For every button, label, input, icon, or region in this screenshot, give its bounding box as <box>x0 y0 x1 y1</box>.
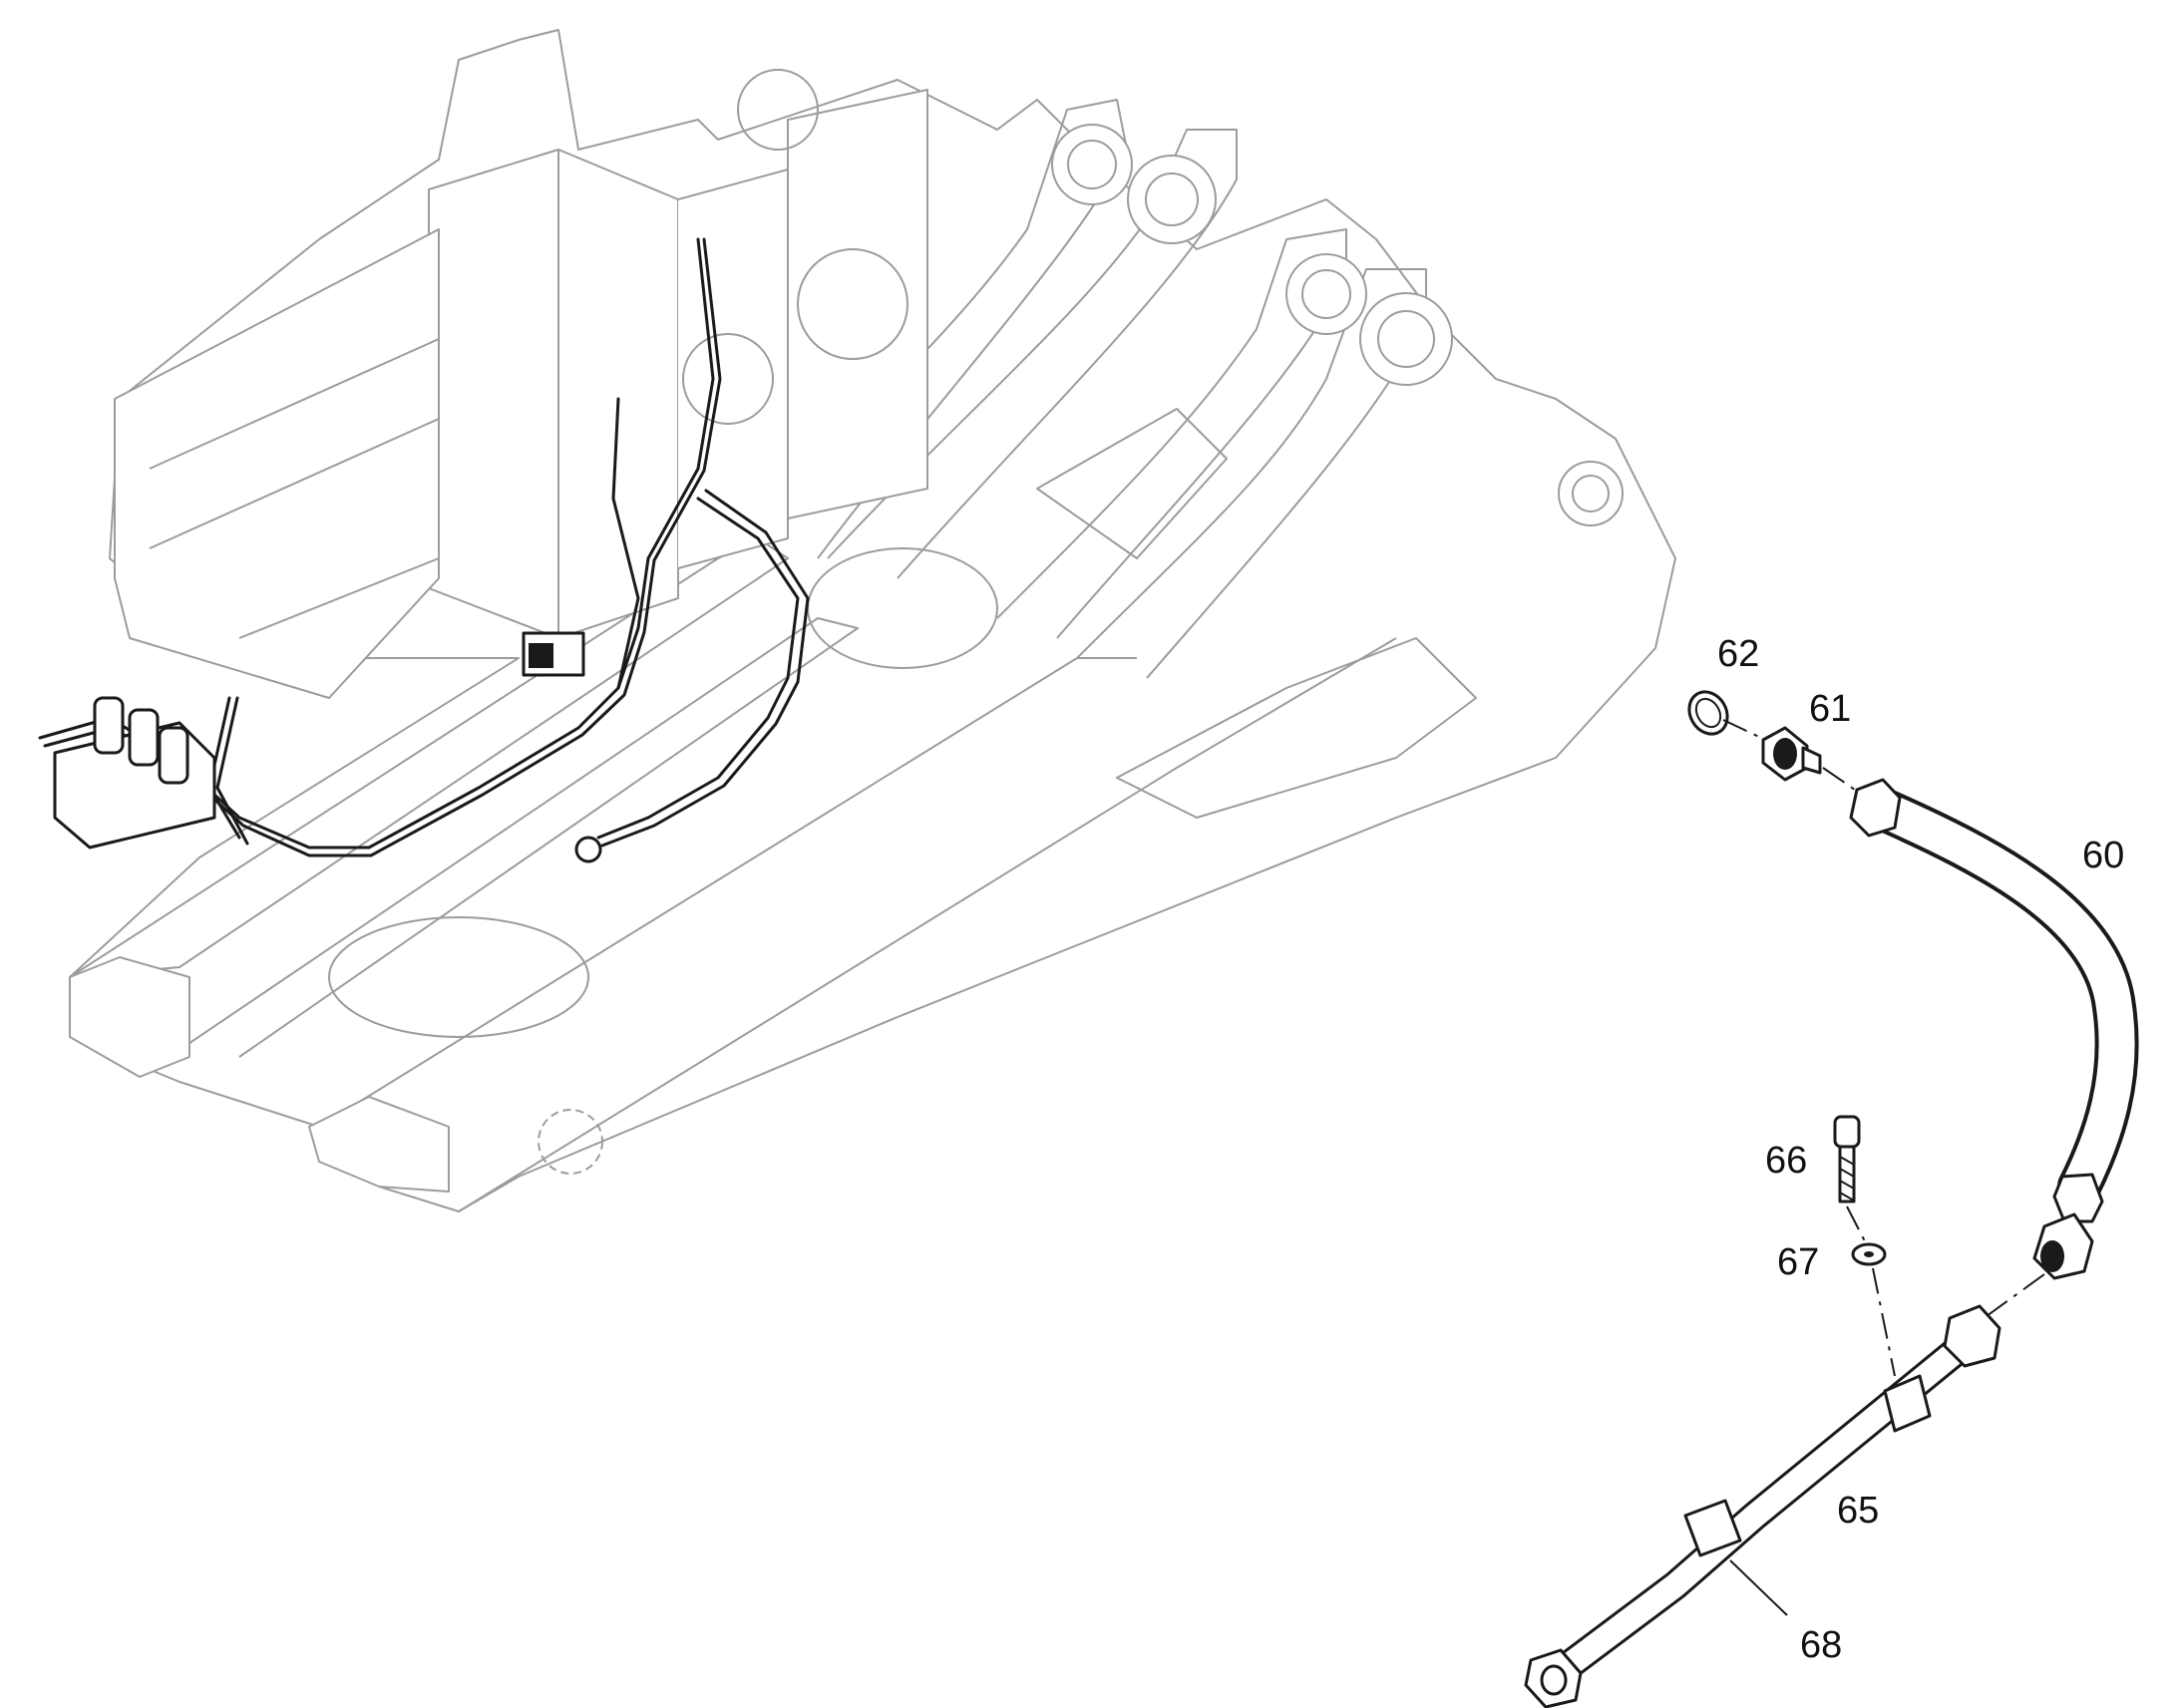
machine-harness <box>38 237 810 863</box>
callout-68: 68 <box>1800 1624 1842 1666</box>
hose-60 <box>1849 778 2139 1280</box>
exploded-parts <box>1524 690 2139 1708</box>
callout-60: 60 <box>2082 835 2124 876</box>
callout-65: 65 <box>1837 1490 1879 1532</box>
adapter-fitting-61 <box>1761 726 1822 782</box>
machine-frame <box>69 29 1676 1212</box>
o-ring-62 <box>1687 690 1729 736</box>
callout-67: 67 <box>1777 1241 1819 1283</box>
callout-labels: 62 61 60 66 67 65 68 <box>1717 633 2124 1666</box>
callout-66: 66 <box>1765 1140 1807 1182</box>
callout-62: 62 <box>1717 633 1759 675</box>
tube-65 <box>1524 1304 2001 1708</box>
callout-61: 61 <box>1809 688 1851 730</box>
cap-screw-66 <box>1833 1115 1861 1203</box>
washer-67 <box>1851 1242 1887 1266</box>
